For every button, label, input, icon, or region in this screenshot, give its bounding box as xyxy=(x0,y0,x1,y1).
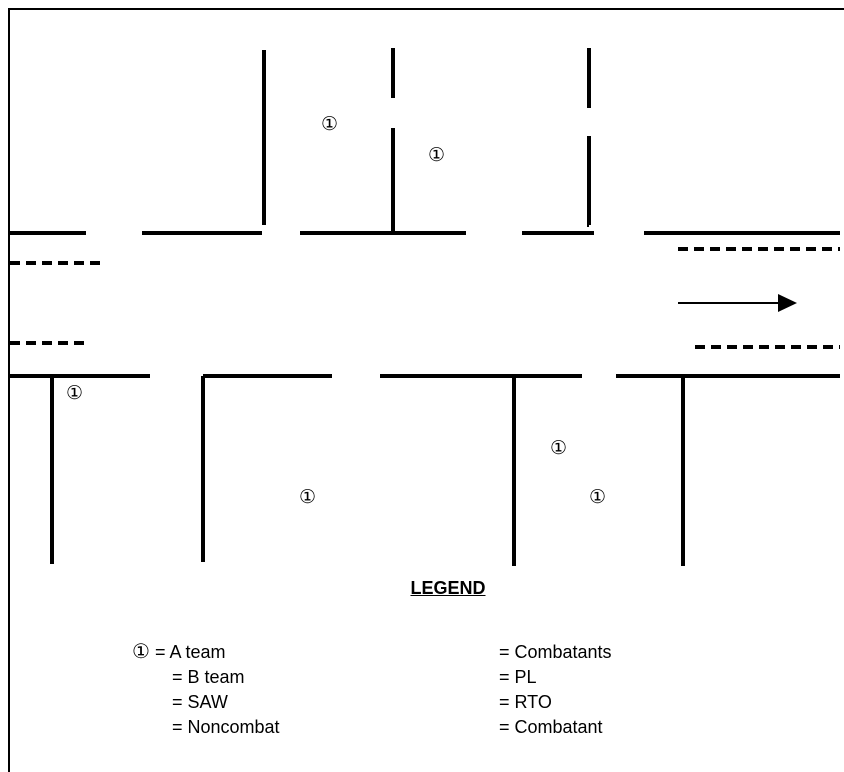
legend-combatants: = Combatants xyxy=(499,642,612,662)
a-team-marker: ① xyxy=(321,113,339,135)
legend-saw: = SAW xyxy=(172,692,228,712)
a-team-marker: ① xyxy=(299,486,317,508)
a-team-legend-symbol: ① xyxy=(132,639,150,663)
a-team-marker: ① xyxy=(428,144,446,166)
legend-combatant: = Combatant xyxy=(499,717,603,737)
legend-noncombat: = Noncombat xyxy=(172,717,280,737)
legend-title: LEGEND xyxy=(410,578,486,598)
legend-rto: = RTO xyxy=(499,692,552,712)
legend-a-team: = A team xyxy=(155,642,226,662)
a-team-marker: ① xyxy=(589,486,607,508)
arrow-right-icon xyxy=(678,294,797,312)
a-team-marker: ① xyxy=(550,437,568,459)
legend-pl: = PL xyxy=(499,667,537,687)
legend-b-team: = B team xyxy=(172,667,245,687)
a-team-marker: ① xyxy=(66,382,84,404)
diagram-frame xyxy=(8,8,844,772)
